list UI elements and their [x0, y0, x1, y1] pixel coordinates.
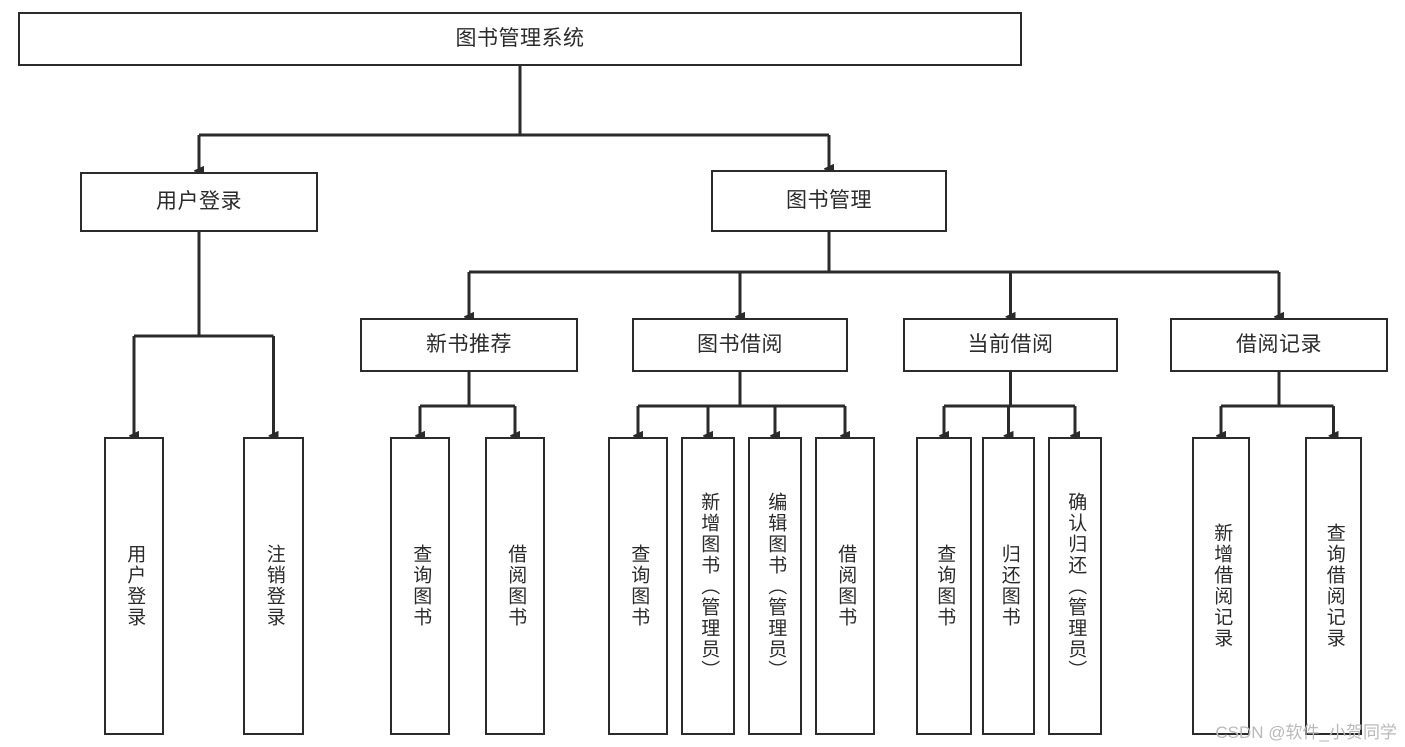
node-label: 新增借阅记录 [1211, 523, 1233, 649]
node-label: 新增图书（管理员） [698, 491, 720, 681]
node-leaf-user-login[interactable]: 用户登录 [104, 437, 164, 735]
node-leaf-new-borrow[interactable]: 借阅图书 [485, 437, 545, 735]
node-leaf-bo-add[interactable]: 新增图书（管理员） [681, 437, 735, 735]
node-leaf-bo-edit[interactable]: 编辑图书（管理员） [748, 437, 802, 735]
node-current[interactable]: 当前借阅 [903, 318, 1118, 372]
node-newbook[interactable]: 新书推荐 [360, 318, 578, 372]
node-login[interactable]: 用户登录 [80, 172, 318, 232]
node-label: 当前借阅 [967, 332, 1054, 356]
node-label: 归还图书 [998, 544, 1020, 628]
node-leaf-rec-add[interactable]: 新增借阅记录 [1192, 437, 1250, 735]
node-leaf-cur-return[interactable]: 归还图书 [982, 437, 1035, 735]
node-bookmgmt[interactable]: 图书管理 [711, 170, 947, 232]
node-label: 借阅图书 [835, 544, 857, 628]
node-leaf-user-logout[interactable]: 注销登录 [243, 437, 304, 735]
node-label: 图书管理系统 [455, 26, 585, 50]
node-records[interactable]: 借阅记录 [1170, 318, 1388, 372]
node-label: 图书借阅 [697, 332, 783, 356]
node-label: 借阅记录 [1236, 332, 1322, 356]
node-label: 查询图书 [410, 544, 432, 628]
node-root[interactable]: 图书管理系统 [18, 12, 1022, 66]
node-label: 注销登录 [263, 544, 285, 628]
node-leaf-new-query[interactable]: 查询图书 [390, 437, 450, 735]
node-label: 确认归还（管理员） [1065, 491, 1087, 681]
node-label: 借阅图书 [505, 544, 527, 628]
node-leaf-cur-query[interactable]: 查询图书 [916, 437, 972, 735]
node-label: 查询图书 [934, 544, 956, 628]
node-label: 查询借阅记录 [1323, 523, 1345, 649]
node-leaf-bo-query[interactable]: 查询图书 [608, 437, 668, 735]
node-label: 用户登录 [156, 189, 242, 213]
node-label: 新书推荐 [426, 332, 512, 356]
node-leaf-rec-query[interactable]: 查询借阅记录 [1305, 437, 1362, 735]
node-label: 图书管理 [786, 188, 872, 212]
node-leaf-cur-confirm[interactable]: 确认归还（管理员） [1048, 437, 1102, 735]
watermark-label: CSDN @软件_小贺同学 [1215, 723, 1397, 742]
node-borrow[interactable]: 图书借阅 [632, 318, 848, 372]
node-label: 用户登录 [124, 544, 146, 628]
node-leaf-bo-lend[interactable]: 借阅图书 [815, 437, 875, 735]
node-label: 查询图书 [628, 544, 650, 628]
node-label: 编辑图书（管理员） [765, 491, 787, 681]
